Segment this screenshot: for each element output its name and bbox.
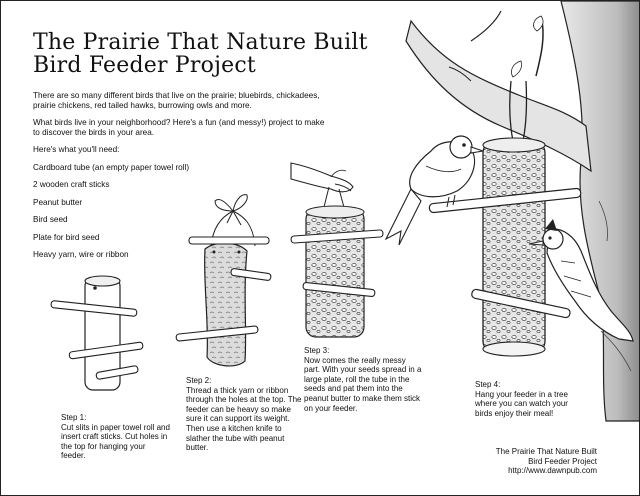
credits: The Prairie That Nature Built Bird Feede…: [496, 447, 597, 476]
credits-line-2: Bird Feeder Project: [496, 457, 597, 467]
list-item: Plate for bird seed: [33, 233, 189, 251]
materials-list: Here's what you'll need: Cardboard tube …: [33, 145, 189, 268]
step-4-text: Hang your feeder in a tree where you can…: [475, 390, 568, 418]
credits-url: http://www.dawnpub.com: [496, 466, 597, 476]
step-3-text: Now comes the really messy part. With yo…: [304, 356, 421, 413]
step-2-caption: Step 2: Thread a thick yarn or ribbon th…: [186, 376, 306, 453]
title-line-1: The Prairie That Nature Built: [33, 31, 368, 54]
materials-heading: Here's what you'll need:: [33, 145, 189, 163]
feeder-step3-illustration: [291, 163, 383, 337]
step-4-caption: Step 4: Hang your feeder in a tree where…: [475, 380, 585, 418]
step-3-title: Step 3:: [304, 346, 424, 356]
intro-text: There are so many different birds that l…: [33, 91, 333, 145]
bird-on-stick-illustration: [386, 136, 483, 245]
step-4-title: Step 4:: [475, 380, 585, 390]
step-1-title: Step 1:: [61, 413, 171, 423]
feeder-step1-illustration: [51, 276, 143, 390]
feeder-step2-illustration: [176, 195, 271, 366]
title-line-2: Bird Feeder Project: [33, 54, 368, 77]
list-item: Heavy yarn, wire or ribbon: [33, 250, 189, 268]
list-item: Peanut butter: [33, 198, 189, 216]
step-1-text: Cut slits in paper towel roll and insert…: [61, 423, 170, 461]
intro-paragraph-2: What birds live in your neighborhood? He…: [33, 118, 333, 138]
step-2-text: Thread a thick yarn or ribbon through th…: [186, 386, 302, 453]
list-item: 2 wooden craft sticks: [33, 180, 189, 198]
step-3-caption: Step 3: Now comes the really messy part.…: [304, 346, 424, 413]
list-item: Bird seed: [33, 215, 189, 233]
page-title: The Prairie That Nature Built Bird Feede…: [33, 31, 368, 77]
step-2-title: Step 2:: [186, 376, 306, 386]
hand-holding-ribbon-illustration: [291, 163, 353, 192]
step-1-caption: Step 1: Cut slits in paper towel roll an…: [61, 413, 171, 461]
intro-paragraph-1: There are so many different birds that l…: [33, 91, 333, 111]
credits-line-1: The Prairie That Nature Built: [496, 447, 597, 457]
list-item: Cardboard tube (an empty paper towel rol…: [33, 163, 189, 181]
